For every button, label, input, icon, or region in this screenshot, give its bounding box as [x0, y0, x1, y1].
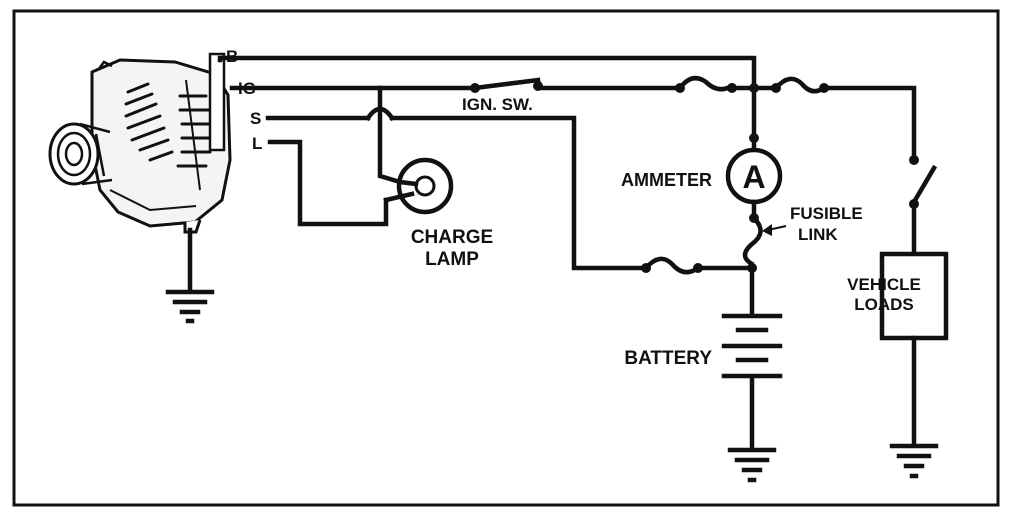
- battery-label: BATTERY: [624, 348, 712, 369]
- fusible-link-icon: [742, 214, 763, 273]
- l-wire: [267, 139, 389, 227]
- ignition-switch-label: IGN. SW.: [462, 95, 533, 114]
- alternator-icon: [48, 52, 232, 234]
- terminal-s-label: S: [250, 109, 261, 128]
- b-wire: [217, 55, 757, 91]
- charge-lamp-label-1: CHARGE: [411, 227, 493, 248]
- vehicle-loads-box: [879, 251, 949, 341]
- alternator-ground-icon: [165, 227, 215, 324]
- ignition-switch-icon: [470, 77, 543, 93]
- battery-icon: [721, 265, 783, 451]
- vehicle-loads-label-2: LOADS: [854, 295, 914, 314]
- ammeter-label: AMMETER: [621, 170, 712, 190]
- vehicle-loads-label-1: VEHICLE: [847, 275, 921, 294]
- charge-lamp-label-2: LAMP: [425, 249, 479, 270]
- charge-lamp-icon: [383, 157, 454, 215]
- fuse-icon: [641, 256, 703, 275]
- loads-ground-icon: [889, 443, 939, 479]
- load-switch-icon: [909, 155, 938, 209]
- fusible-link-label-1: FUSIBLE: [790, 204, 863, 223]
- ammeter-symbol: A: [742, 159, 765, 195]
- battery-ground-icon: [727, 447, 777, 483]
- fusible-link-label-2: LINK: [798, 225, 838, 244]
- fuse-icon: [675, 75, 737, 93]
- ig-to-lamp-wire: [377, 85, 403, 185]
- fuse-icon: [772, 76, 829, 94]
- terminal-l-label: L: [252, 134, 262, 153]
- diagram-frame: [12, 9, 1000, 507]
